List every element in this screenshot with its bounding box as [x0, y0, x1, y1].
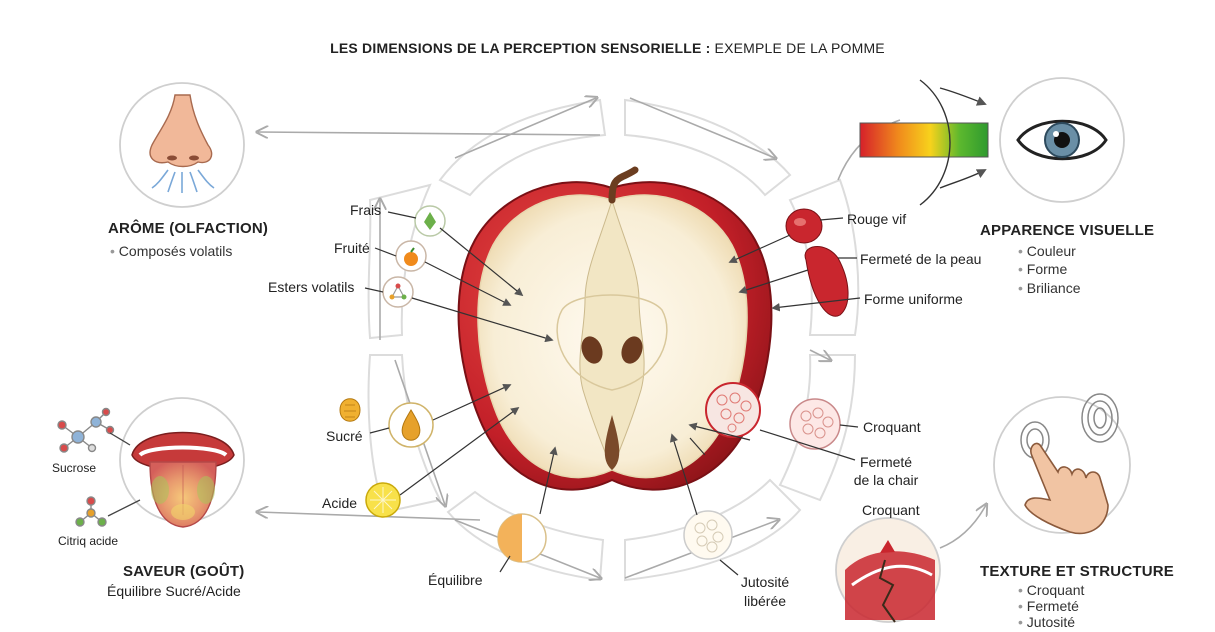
aroma-bullet: Composés volatils [110, 243, 232, 259]
visual-circle [1000, 78, 1124, 202]
label-fermete-peau: Fermeté de la peau [860, 251, 981, 267]
title-rest: EXEMPLE DE LA POMME [710, 40, 884, 56]
color-spectrum-bar [860, 123, 988, 157]
visual-title: APPARENCE VISUELLE [980, 222, 1154, 239]
label-forme-uniforme: Forme uniforme [864, 291, 963, 307]
label-sucrose: Sucrose [52, 461, 96, 475]
label-de-la-chair: de la chair [846, 472, 926, 488]
label-rouge-vif: Rouge vif [847, 211, 906, 227]
title-bold: LES DIMENSIONS DE LA PERCEPTION SENSORIE… [330, 40, 710, 56]
arrow-top-1 [455, 98, 596, 158]
label-esters: Esters volatils [268, 279, 354, 295]
label-jutosite: Jutosité [722, 574, 808, 590]
honey-icon [340, 399, 360, 422]
aroma-title: ARÔME (OLFACTION) [108, 220, 268, 237]
aroma-small-icons [383, 206, 445, 307]
ester-molecule-icon [383, 277, 413, 307]
label-sucre: Sucré [326, 428, 363, 444]
label-liberee: libérée [722, 593, 808, 609]
taste-title: SAVEUR (GOÛT) [123, 563, 245, 580]
label-fruite: Fruité [334, 240, 370, 256]
diagram-title: LES DIMENSIONS DE LA PERCEPTION SENSORIE… [0, 40, 1215, 56]
juice-cells-icon [684, 511, 732, 559]
taste-subtitle: Équilibre Sucré/Acide [107, 583, 241, 599]
crisp-texture-icon [706, 383, 760, 437]
visual-bullet-couleur: Couleur [1018, 243, 1076, 259]
label-frais: Frais [350, 202, 381, 218]
arrow-to-texture [940, 505, 986, 548]
texture-bullet-jutosite: Jutosité [1018, 614, 1075, 630]
visual-bullet-briliance: Briliance [1018, 280, 1081, 296]
texture-circle [994, 394, 1130, 533]
label-croquant: Croquant [863, 419, 921, 435]
arrow-top-2 [630, 98, 775, 158]
label-fermete: Fermeté [846, 454, 926, 470]
texture-bullet-fermete: Fermeté [1018, 598, 1079, 614]
label-citric-acid: Citriq acide [58, 534, 118, 548]
red-color-swatch [786, 209, 822, 243]
texture-title: TEXTURE ET STRUCTURE [980, 563, 1174, 580]
sucrose-molecule-icon [58, 409, 114, 453]
ring-segment-top-right [625, 100, 790, 195]
arrow-to-taste [258, 512, 480, 520]
arrow-to-aroma [258, 132, 600, 135]
texture-bullet-croquant: Croquant [1018, 582, 1084, 598]
taste-circle [120, 398, 244, 527]
visual-bullet-forme: Forme [1018, 261, 1067, 277]
ring-segment-top-left [440, 100, 605, 195]
label-croquant-crack: Croquant [862, 502, 920, 518]
label-acide: Acide [322, 495, 357, 511]
apple-illustration [459, 170, 772, 490]
aroma-circle [120, 83, 244, 207]
citric-acid-molecule-icon [76, 497, 106, 526]
label-equilibre: Équilibre [428, 572, 482, 588]
